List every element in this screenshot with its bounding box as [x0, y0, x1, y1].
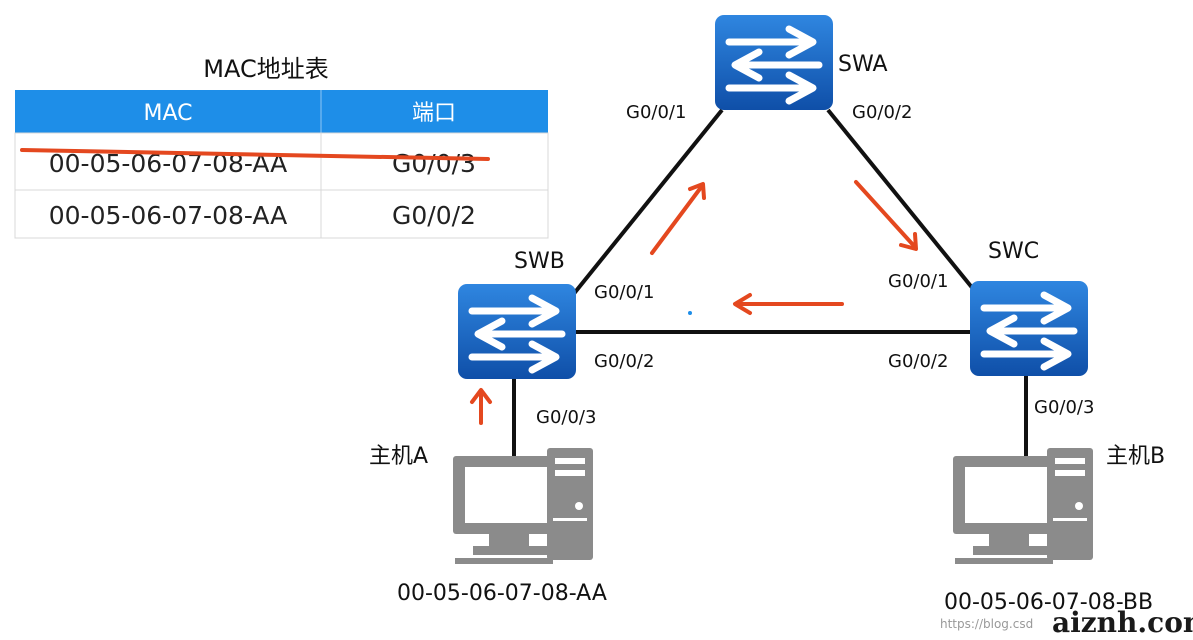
swc-port1-label: G0/0/1 — [888, 271, 948, 292]
host-b-name: 主机B — [1106, 444, 1165, 469]
host-b-mac: 00-05-06-07-08-BB — [944, 590, 1153, 615]
swc-port3-label: G0/0/3 — [1034, 397, 1094, 418]
flow-arrows — [470, 180, 918, 425]
switch-swc-icon — [970, 281, 1088, 376]
strikethrough-line — [20, 148, 490, 161]
switch-swa-icon — [715, 15, 833, 110]
table-title: MAC地址表 — [203, 55, 328, 83]
stray-dot — [688, 311, 692, 315]
swb-name: SWB — [514, 249, 565, 274]
table-row-1-port: G0/0/3 — [392, 149, 476, 178]
swa-port1-label: G0/0/1 — [626, 102, 686, 123]
watermark-url: https://blog.csd — [940, 617, 1033, 631]
watermark-site: aiznh.com — [1052, 606, 1193, 639]
table-row-2-port: G0/0/2 — [392, 201, 476, 230]
flow-arrow-swa-to-swc-icon — [854, 180, 918, 251]
swa-name: SWA — [838, 52, 888, 77]
swa-port2-label: G0/0/2 — [852, 102, 912, 123]
flow-arrow-swb-to-swa-icon — [650, 182, 706, 255]
switch-swb-icon — [458, 284, 576, 379]
swc-name: SWC — [988, 239, 1039, 264]
link-swa-swb — [570, 108, 724, 298]
swb-port1-label: G0/0/1 — [594, 282, 654, 303]
table-row-2-mac: 00-05-06-07-08-AA — [49, 201, 288, 230]
table-header — [15, 90, 548, 133]
table-row: 00-05-06-07-08-AA G0/0/3 — [20, 148, 490, 178]
table-row: 00-05-06-07-08-AA G0/0/2 — [49, 201, 476, 230]
flow-arrow-up-icon — [470, 388, 492, 425]
host-b-computer-icon — [953, 448, 1093, 564]
host-a-mac: 00-05-06-07-08-AA — [397, 581, 607, 606]
swc-port2-label: G0/0/2 — [888, 351, 948, 372]
host-a-computer-icon — [453, 448, 593, 564]
swb-port2-label: G0/0/2 — [594, 351, 654, 372]
flow-arrow-swc-to-swb-icon — [733, 293, 844, 315]
table-header-mac: MAC — [143, 101, 192, 126]
host-a-name: 主机A — [369, 444, 428, 469]
links — [512, 108, 1028, 460]
table-header-port: 端口 — [412, 101, 456, 126]
swb-port3-label: G0/0/3 — [536, 407, 596, 428]
mac-address-table: MAC地址表 MAC 端口 00-05-06-07-08-AA G0/0/3 0… — [14, 55, 549, 239]
link-swa-swc — [826, 108, 976, 292]
